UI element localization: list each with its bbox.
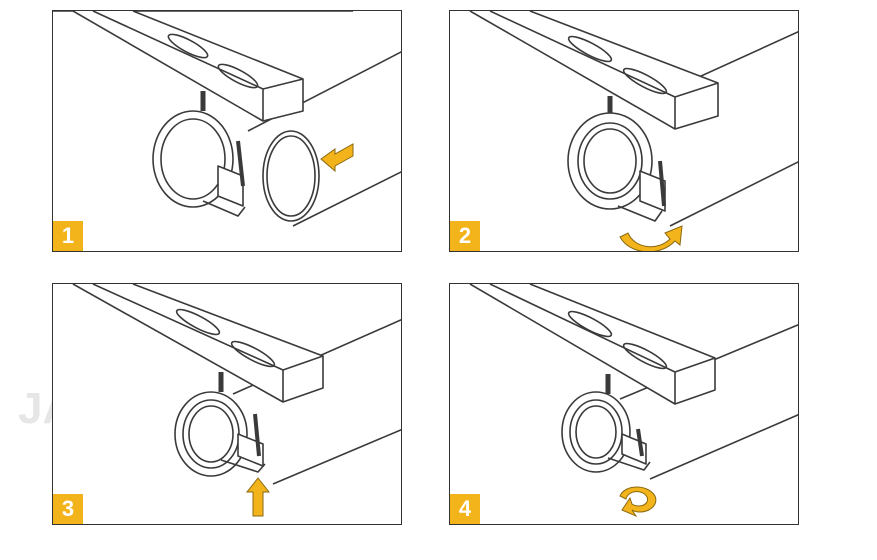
rotate-arrow-icon <box>619 225 683 251</box>
step-panel-3: 3 <box>52 283 402 525</box>
push-up-arrow-icon <box>245 477 271 517</box>
step-panel-2: 2 <box>449 10 799 252</box>
step-3-illustration <box>72 284 401 517</box>
push-arrow-icon <box>320 143 354 173</box>
step-panel-1: 1 <box>52 10 402 252</box>
step-2-illustration <box>469 11 798 251</box>
step-number-badge: 3 <box>53 494 83 524</box>
step-panel-4: 4 <box>449 283 799 525</box>
step-4-illustration <box>469 284 798 518</box>
tighten-arrow-icon <box>619 486 657 518</box>
step-number-badge: 1 <box>53 221 83 251</box>
step-number-badge: 2 <box>450 221 480 251</box>
step-1-illustration <box>53 11 401 227</box>
step-number-badge: 4 <box>450 494 480 524</box>
